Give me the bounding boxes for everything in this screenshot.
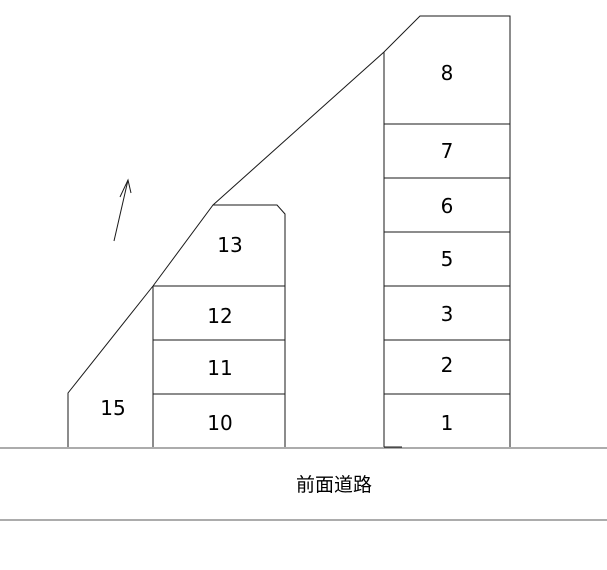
site-boundary-line-2 — [152, 204, 286, 447]
north-arrow-icon — [113, 178, 132, 242]
slot-8-label: 8 — [441, 61, 454, 85]
road-label: 前面道路 — [296, 474, 372, 496]
right-block-dividers — [384, 123, 510, 395]
site-outline — [67, 15, 511, 448]
slot-7-label: 7 — [441, 139, 454, 163]
slot-12-label: 12 — [207, 304, 232, 328]
slot-2-label: 2 — [441, 353, 454, 377]
slot-11-label: 11 — [207, 356, 232, 380]
slot-15-label: 15 — [100, 396, 125, 420]
slot-10-label: 10 — [207, 411, 232, 435]
middle-block-dividers — [153, 285, 285, 395]
slot-3-label: 3 — [441, 302, 454, 326]
slot-13-label: 13 — [217, 233, 242, 257]
site-boundary-line-3 — [212, 15, 511, 447]
slot-5-label: 5 — [441, 247, 454, 271]
site-boundary-line — [67, 285, 154, 447]
slot-6-label: 6 — [441, 194, 454, 218]
slot-1-label: 1 — [441, 411, 454, 435]
